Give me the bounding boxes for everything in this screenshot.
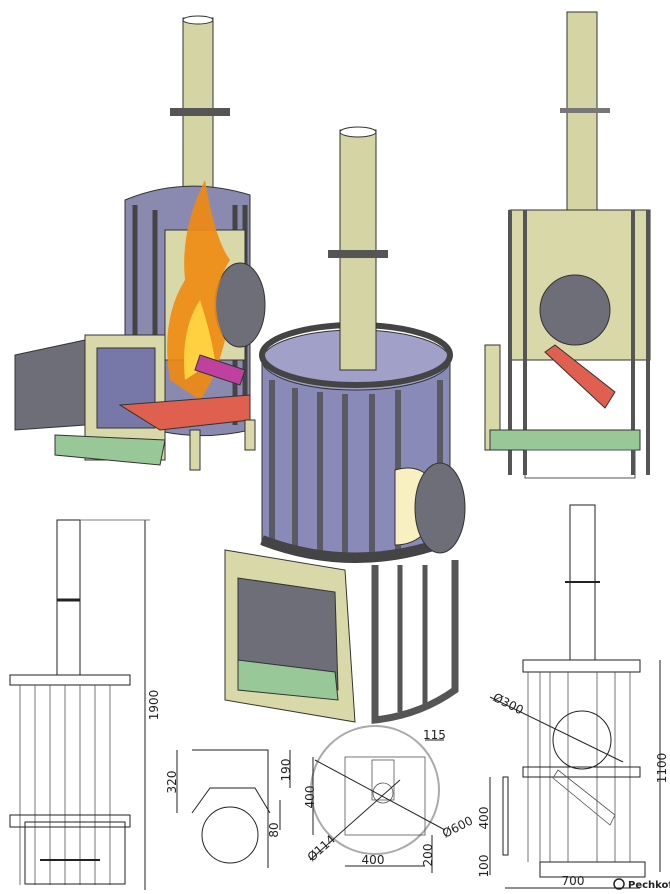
dim-body-diameter: Ø600 — [440, 814, 475, 841]
dim-front-height: 1100 — [655, 753, 669, 784]
dim-top-depth: 400 — [303, 786, 317, 809]
dim-top-rear: 200 — [421, 844, 435, 867]
dim-overall-height: 1900 — [147, 690, 161, 721]
stove-3d-closed — [224, 126, 466, 724]
logo-icon — [613, 878, 625, 890]
dim-door-height: 400 — [477, 807, 491, 830]
front-view-drawing: Ø300 1100 400 100 700 — [477, 504, 669, 889]
stove-3d-with-fire — [14, 15, 266, 471]
dim-top-width: 400 — [362, 853, 385, 867]
dim-pipe-diameter: Ø114 — [305, 832, 338, 864]
dim-tank-diameter: Ø300 — [491, 690, 526, 717]
side-view-drawing: 1900 — [9, 519, 161, 890]
logo: Pechkof — [613, 878, 670, 891]
top-view-drawing: 400 115 Ø600 Ø114 400 200 — [303, 725, 475, 873]
dim-front-width: 700 — [562, 874, 585, 888]
dim-section-bottom: 80 — [267, 822, 281, 837]
logo-text: Pechkof — [628, 880, 670, 891]
dim-section-height: 320 — [165, 771, 179, 794]
stove-front-view-color — [484, 11, 651, 479]
dim-section-top: 190 — [279, 759, 293, 782]
section-detail: 320 190 80 — [165, 749, 293, 868]
dim-leg-height: 100 — [477, 855, 491, 878]
dim-top-offset: 115 — [423, 728, 446, 742]
